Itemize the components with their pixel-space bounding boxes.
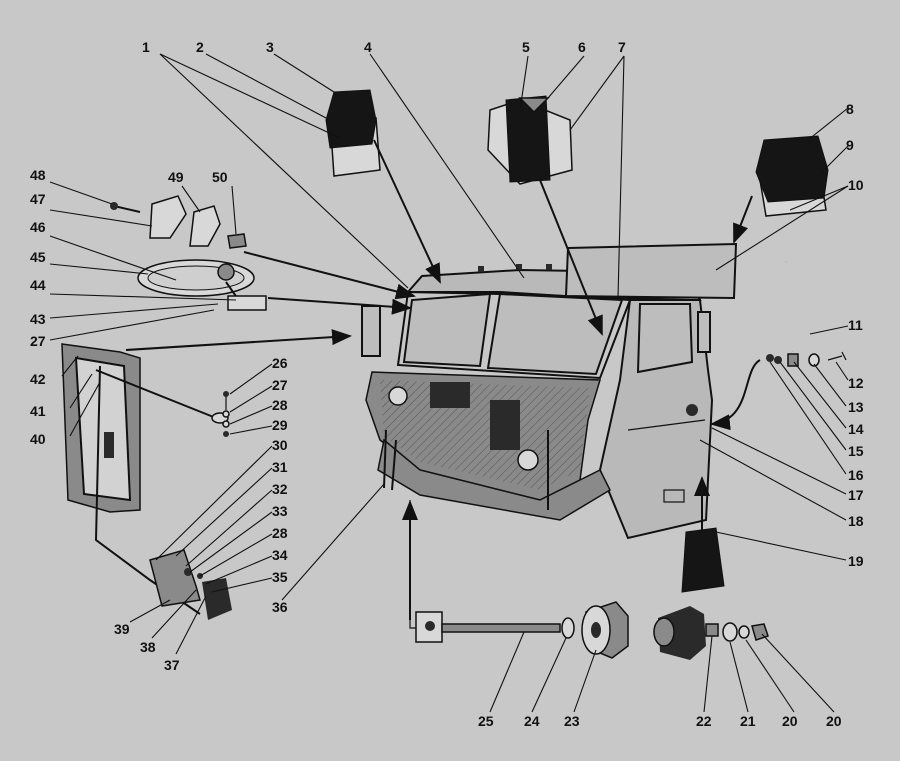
- door-handle-icon: [686, 404, 698, 416]
- callout-39: 39: [114, 621, 130, 637]
- callout-16: 16: [848, 467, 864, 483]
- callout-36: 36: [272, 599, 288, 615]
- callout-27b: 27: [272, 377, 288, 393]
- callout-30: 30: [272, 437, 288, 453]
- callout-2: 2: [196, 39, 204, 55]
- callout-32: 32: [272, 481, 288, 497]
- callout-26: 26: [272, 355, 288, 371]
- callout-27a: 27: [30, 333, 46, 349]
- callout-34: 34: [272, 547, 288, 563]
- side-vent-right: [697, 311, 711, 353]
- callout-7: 7: [618, 39, 626, 55]
- fastener-set-12-16: [766, 351, 847, 367]
- callout-44: 44: [30, 277, 46, 293]
- callout-19: 19: [848, 553, 864, 569]
- windshield-frame: [396, 291, 632, 380]
- callout-20a: 20: [782, 713, 798, 729]
- callout-28b: 28: [272, 525, 288, 541]
- bracket-parts: [110, 195, 247, 249]
- rear-window-glass: [564, 242, 738, 300]
- side-vent-left: [361, 305, 381, 357]
- callout-23: 23: [564, 713, 580, 729]
- callout-3: 3: [266, 39, 274, 55]
- windshield-right: [486, 292, 624, 376]
- callout-4: 4: [364, 39, 372, 55]
- callout-28a: 28: [272, 397, 288, 413]
- rubber-boot: [681, 527, 725, 593]
- callout-47: 47: [30, 191, 46, 207]
- seal-detail-5-6: [487, 95, 573, 185]
- gauge-left-icon: [388, 386, 408, 406]
- callout-9: 9: [846, 137, 854, 153]
- gauge-center-icon: [517, 449, 539, 471]
- callout-labels: 1 2 3 4 5 6 7 8 9 10 11 12 13 14 15 16 1…: [30, 39, 864, 729]
- callout-13: 13: [848, 399, 864, 415]
- callout-50: 50: [212, 169, 228, 185]
- door-window: [636, 303, 694, 374]
- callout-48: 48: [30, 167, 46, 183]
- callout-38: 38: [140, 639, 156, 655]
- rear-view-mirror: [61, 343, 229, 615]
- callout-21: 21: [740, 713, 756, 729]
- leader-lines: [49, 53, 849, 713]
- bolt-set-26-29: [222, 391, 230, 437]
- callout-8: 8: [846, 101, 854, 117]
- callout-31: 31: [272, 459, 288, 475]
- callout-43: 43: [30, 311, 46, 327]
- seal-detail-8-9: [755, 135, 829, 217]
- callout-15: 15: [848, 443, 864, 459]
- callout-35: 35: [272, 569, 288, 585]
- mirror-bracket-37-39: [149, 549, 232, 620]
- callout-29: 29: [272, 417, 288, 433]
- callout-14: 14: [848, 421, 864, 437]
- callout-11: 11: [848, 317, 863, 333]
- callout-17: 17: [848, 487, 864, 503]
- callout-49: 49: [168, 169, 184, 185]
- callout-40: 40: [30, 431, 46, 447]
- callout-46: 46: [30, 219, 46, 235]
- callout-22: 22: [696, 713, 712, 729]
- callout-25: 25: [478, 713, 494, 729]
- callout-41: 41: [30, 403, 46, 419]
- callout-24: 24: [524, 713, 540, 729]
- callout-1: 1: [142, 39, 150, 55]
- callout-18: 18: [848, 513, 864, 529]
- callout-20b: 20: [826, 713, 842, 729]
- callout-6: 6: [578, 39, 586, 55]
- seal-detail-3: [325, 89, 381, 177]
- callout-12: 12: [848, 375, 864, 391]
- windshield-left: [402, 292, 492, 368]
- callout-42: 42: [30, 371, 46, 387]
- callout-33: 33: [272, 503, 288, 519]
- callout-10: 10: [848, 177, 864, 193]
- callout-5: 5: [522, 39, 530, 55]
- callout-37: 37: [164, 657, 180, 673]
- round-mirror: [137, 259, 267, 311]
- callout-45: 45: [30, 249, 46, 265]
- cab-assembly: [361, 264, 714, 540]
